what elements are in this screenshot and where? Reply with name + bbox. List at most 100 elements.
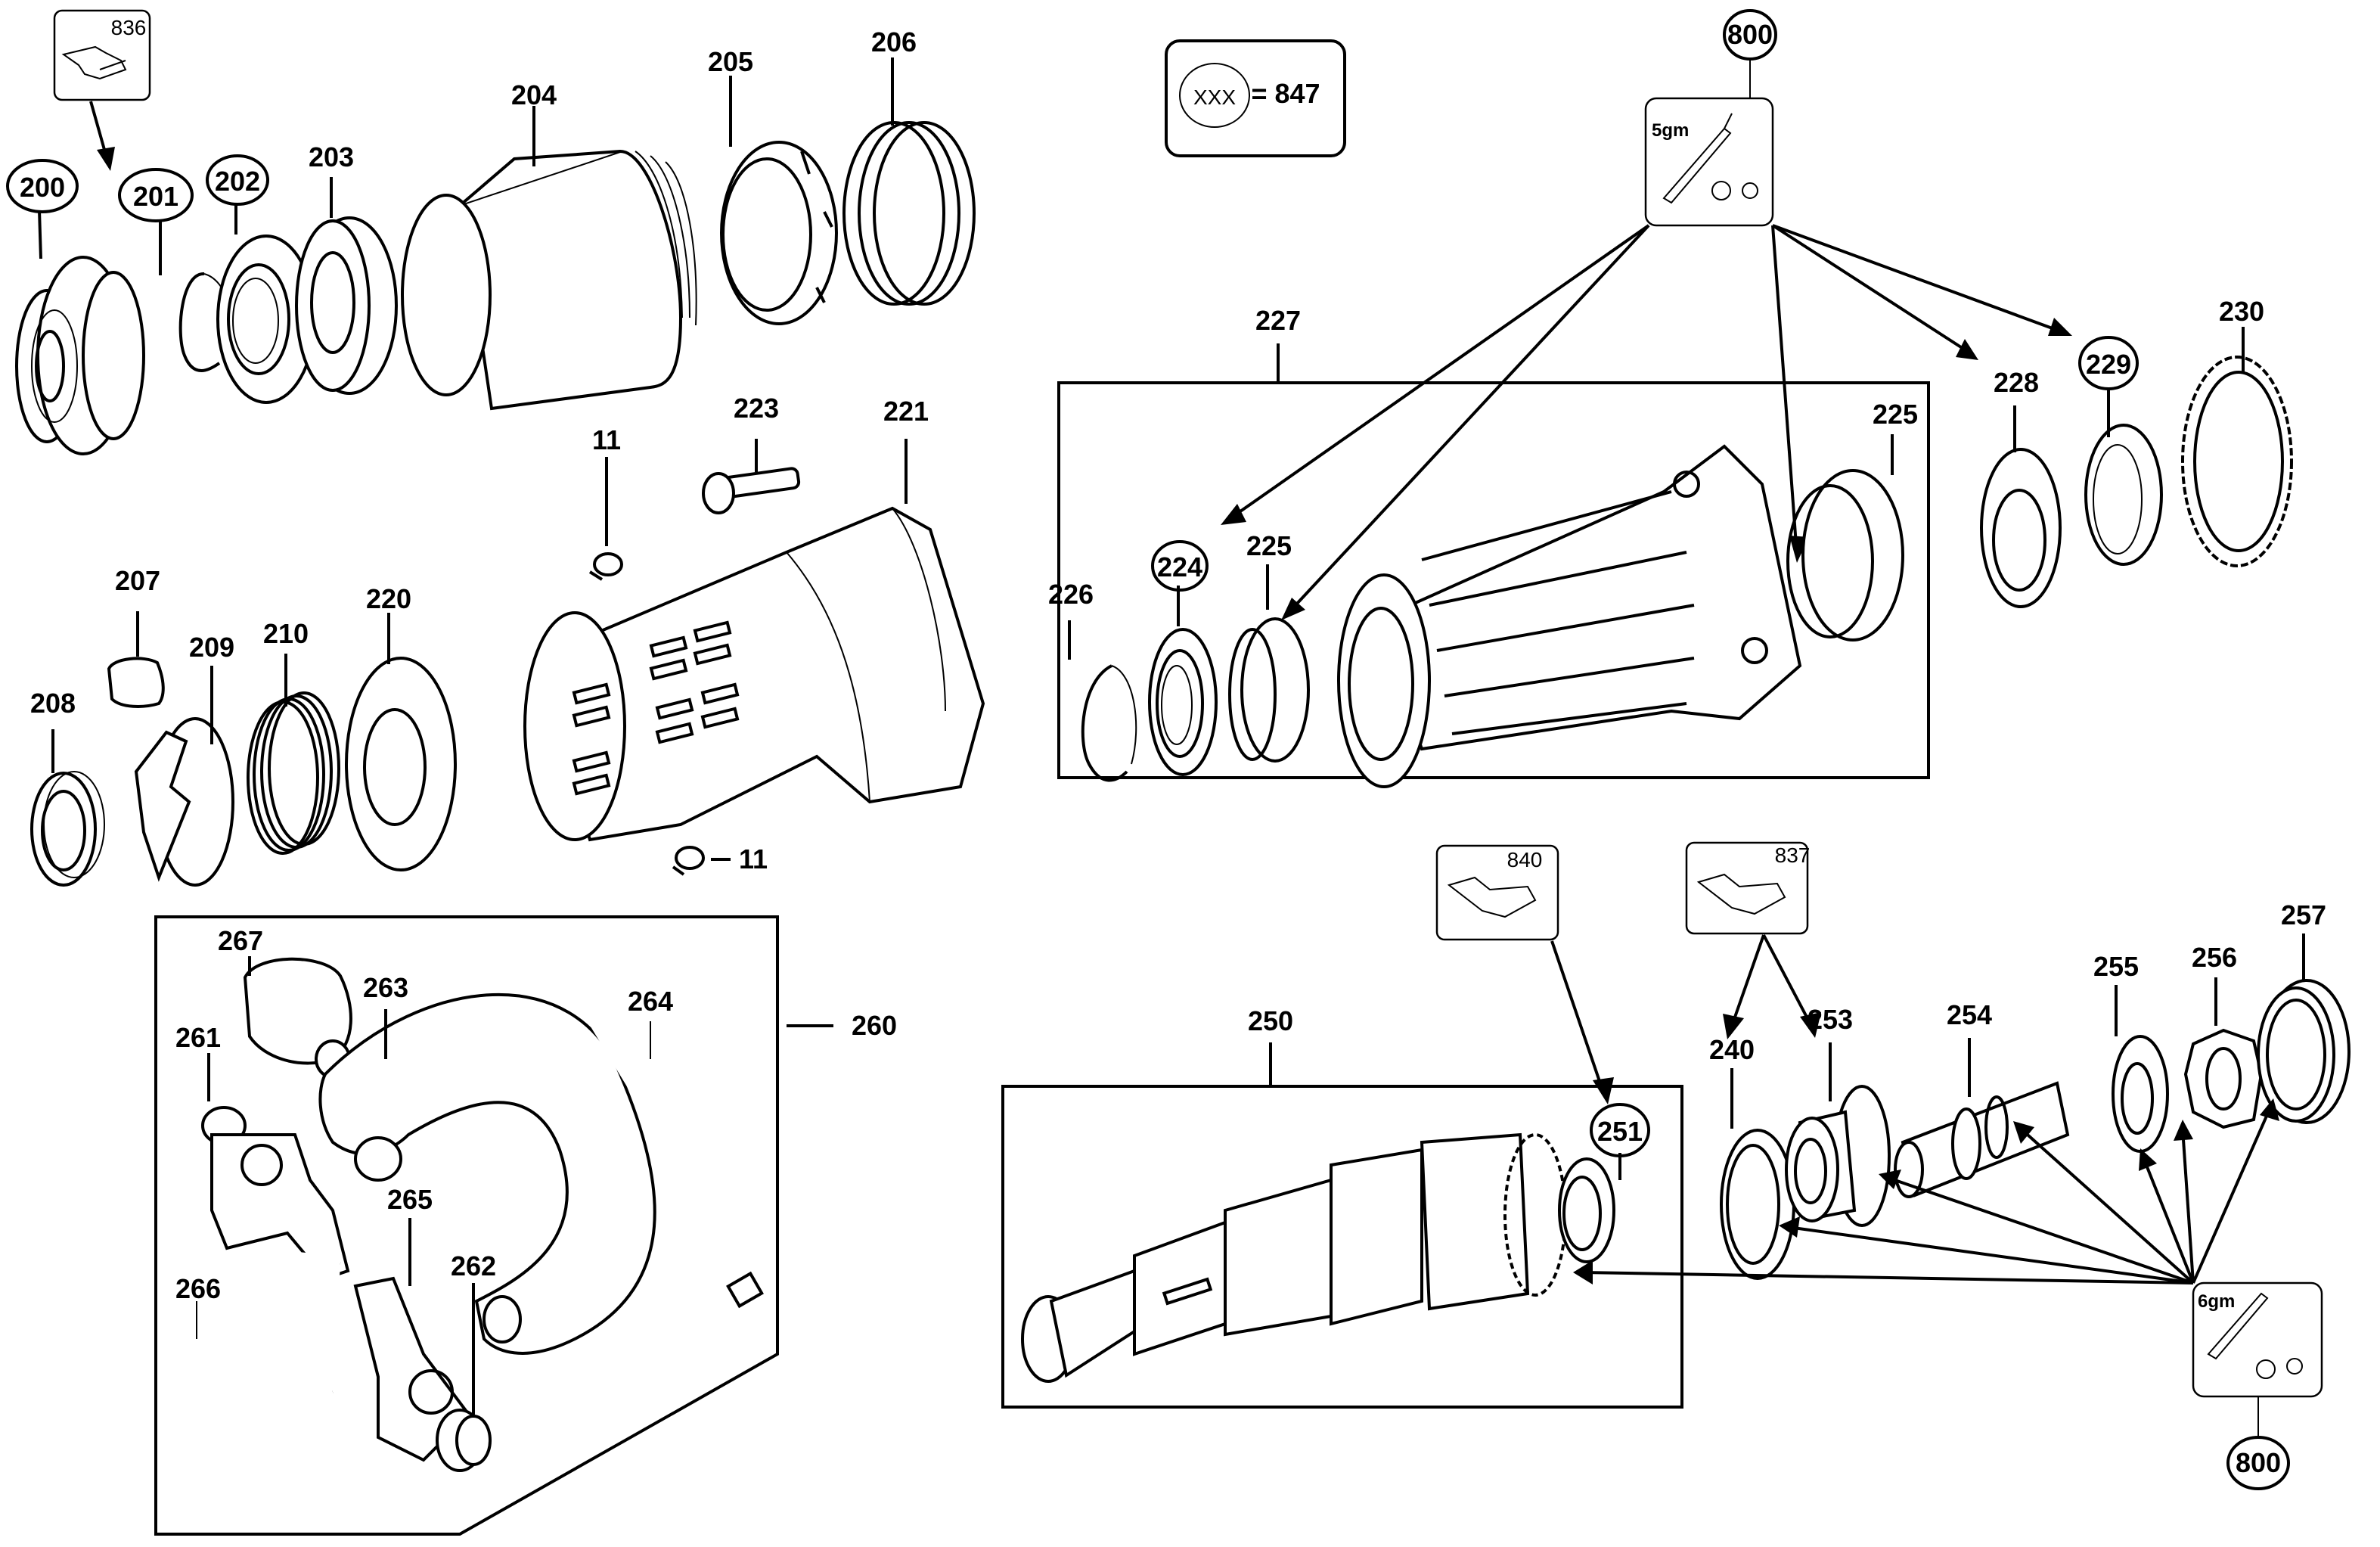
- label-264: 264: [628, 986, 673, 1017]
- part-223[interactable]: 223: [702, 393, 801, 514]
- label-256: 256: [2192, 942, 2237, 973]
- part-208[interactable]: 208: [30, 688, 105, 887]
- tool-kit-icon: [1447, 876, 1537, 918]
- label-254: 254: [1947, 999, 1992, 1030]
- label-223: 223: [734, 393, 779, 424]
- label-206: 206: [871, 26, 917, 57]
- legend-symbol: XXX: [1193, 85, 1236, 109]
- label-209: 209: [189, 632, 234, 663]
- label-210: 210: [263, 618, 309, 649]
- part-263[interactable]: 263: [318, 972, 656, 1355]
- label-226: 226: [1048, 579, 1094, 610]
- grease-kit-800-top[interactable]: 800 5gm: [1221, 9, 2072, 620]
- label-266: 266: [175, 1273, 221, 1304]
- part-256[interactable]: 256: [2183, 942, 2264, 1129]
- part-225-front[interactable]: 225: [1228, 530, 1310, 763]
- gear-case-assembly-227[interactable]: 227 226 224 225: [1048, 305, 1930, 788]
- label-204: 204: [511, 79, 557, 110]
- kit-836[interactable]: 836: [53, 9, 151, 171]
- part-230[interactable]: 230: [2181, 296, 2293, 567]
- part-224[interactable]: 224: [1148, 540, 1218, 776]
- grease-gun-icon: [1662, 113, 1758, 204]
- part-204[interactable]: 204: [401, 79, 697, 411]
- label-265: 265: [387, 1184, 433, 1215]
- part-264[interactable]: 264: [534, 927, 764, 1309]
- label-230: 230: [2219, 296, 2264, 327]
- part-206[interactable]: 206: [842, 26, 976, 306]
- label-225-rear: 225: [1873, 399, 1918, 430]
- part-251[interactable]: 251: [1558, 1103, 1650, 1263]
- label-251: 251: [1597, 1116, 1643, 1147]
- label-260: 260: [852, 1010, 897, 1041]
- label-261: 261: [175, 1022, 221, 1053]
- spindle-assembly-250[interactable]: 250 251: [1001, 1005, 1683, 1409]
- grease-amount-top: 5gm: [1652, 120, 1689, 141]
- label-207: 207: [115, 565, 160, 596]
- label-11-bottom: 11: [739, 843, 768, 874]
- grease-gun-icon: [2207, 1292, 2303, 1379]
- part-262[interactable]: 262: [436, 1250, 496, 1472]
- kit-837[interactable]: 837: [1685, 841, 1821, 1039]
- label-800-bottom: 800: [2236, 1447, 2281, 1478]
- label-257: 257: [2281, 899, 2326, 930]
- part-207[interactable]: 207: [107, 565, 165, 708]
- label-202: 202: [215, 166, 260, 197]
- part-228[interactable]: 228: [1980, 367, 2062, 608]
- label-262: 262: [451, 1250, 496, 1281]
- kit-837-label: 837: [1775, 843, 1811, 867]
- label-225-front: 225: [1246, 530, 1292, 561]
- label-228: 228: [1994, 367, 2039, 398]
- part-267[interactable]: 267: [218, 925, 352, 1079]
- label-220: 220: [366, 583, 411, 614]
- tool-kit-icon: [1696, 873, 1786, 915]
- label-255: 255: [2093, 951, 2139, 982]
- vent-slots: [572, 620, 740, 796]
- side-handle-assembly-260[interactable]: 260 267 263 264 261: [154, 915, 897, 1536]
- part-210[interactable]: 210: [247, 618, 340, 855]
- grease-kit-800-bottom[interactable]: 6gm 800: [1573, 1098, 2323, 1490]
- label-11-top: 11: [592, 424, 621, 455]
- part-240[interactable]: 240: [1709, 1034, 1795, 1280]
- kit-840[interactable]: 840: [1435, 844, 1614, 1104]
- part-229[interactable]: 229: [2078, 336, 2163, 566]
- label-253: 253: [1807, 1004, 1853, 1035]
- label-227: 227: [1255, 305, 1301, 336]
- part-gear-housing: [1337, 444, 1802, 788]
- label-240: 240: [1709, 1034, 1755, 1065]
- part-203[interactable]: 203: [295, 141, 398, 395]
- part-220[interactable]: 220: [345, 583, 457, 871]
- label-221: 221: [883, 396, 929, 427]
- kit-836-label: 836: [111, 16, 147, 39]
- part-209[interactable]: 209: [134, 632, 234, 887]
- part-11-top[interactable]: 11: [588, 424, 623, 581]
- kit-840-label: 840: [1507, 848, 1543, 871]
- legend-box: XXX = 847: [1165, 39, 1346, 157]
- label-224: 224: [1157, 551, 1202, 582]
- part-202[interactable]: 202: [206, 154, 316, 404]
- part-225-rear[interactable]: 225: [1786, 399, 1918, 641]
- part-221[interactable]: 221: [523, 396, 985, 842]
- tool-kit-icon: [61, 45, 127, 80]
- label-201: 201: [133, 181, 178, 212]
- label-208: 208: [30, 688, 76, 719]
- part-261[interactable]: 261: [175, 1022, 350, 1281]
- part-257[interactable]: 257: [2257, 899, 2351, 1124]
- part-201[interactable]: 201: [118, 168, 234, 372]
- label-200: 200: [20, 172, 65, 203]
- part-255[interactable]: 255: [2093, 951, 2169, 1153]
- label-229: 229: [2086, 349, 2131, 380]
- legend-equals: = 847: [1251, 78, 1320, 109]
- part-266[interactable]: 266: [175, 1251, 342, 1410]
- part-254[interactable]: 254: [1894, 999, 2070, 1198]
- part-253[interactable]: 253: [1785, 1004, 1891, 1227]
- label-203: 203: [309, 141, 354, 172]
- part-200[interactable]: 200: [6, 159, 145, 455]
- grease-amount-bottom: 6gm: [2198, 1291, 2235, 1312]
- grease-arrows: [1573, 1098, 2279, 1285]
- part-205[interactable]: 205: [708, 46, 838, 325]
- label-267: 267: [218, 925, 263, 956]
- part-11-bottom[interactable]: 11: [672, 843, 768, 876]
- label-263: 263: [363, 972, 408, 1003]
- part-226[interactable]: 226: [1048, 579, 1137, 782]
